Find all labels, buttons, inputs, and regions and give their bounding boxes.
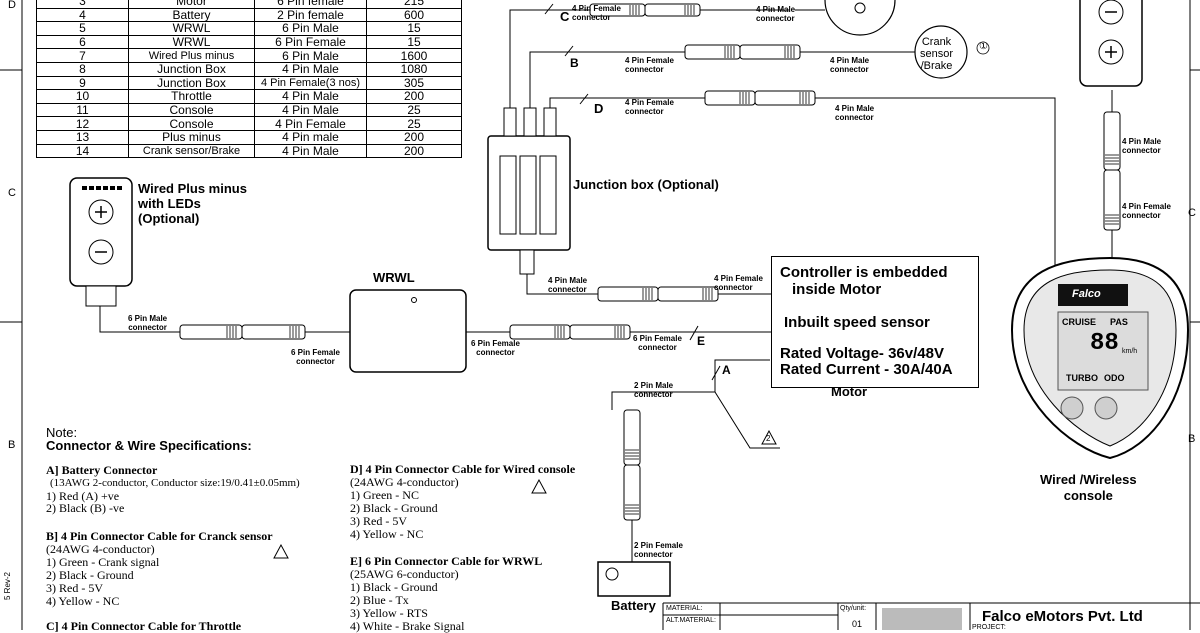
crank-label: Crank sensor /Brake [920, 36, 954, 72]
wire-a [611, 391, 715, 410]
plus-minus-remote [69, 177, 133, 287]
wrwl-box [349, 289, 467, 373]
tb-qty-val: 01 [852, 619, 863, 629]
revision-text: 5 Rev-2 [3, 571, 12, 600]
console-logo-plate [1058, 284, 1128, 306]
console-speed: 88 [1090, 330, 1119, 357]
conn-wrwl-right-female: 6 Pin Female connector [471, 339, 520, 357]
conn-b-left: 4 Pin Female connector [625, 56, 674, 74]
tb-project: PROJECT: [972, 624, 1006, 631]
conn-jb-left: 4 Pin Male connector [548, 276, 588, 294]
connector-wrwl-left [241, 324, 306, 340]
note-e: E] 6 Pin Connector Cable for WRWL (25AWG… [350, 554, 543, 633]
console-odo: ODO [1104, 373, 1125, 383]
motor-label: Motor [831, 384, 868, 399]
connector-c-male [644, 3, 701, 17]
conn-console-male: 4 Pin Male connector [1122, 137, 1162, 155]
console-lcd [1057, 311, 1149, 391]
tb-alt-material: ALT.MATERIAL: [666, 617, 716, 624]
conn-pm-male: 6 Pin Male connector [128, 314, 168, 332]
conn-jb-right: 4 Pin Female connector [714, 274, 763, 292]
zone-b-right: B [1188, 433, 1196, 445]
conn-bat-female: 2 Pin Female connector [634, 541, 683, 559]
notes-label: Note: [46, 425, 78, 440]
zone-b: B [8, 439, 16, 451]
wire-letter-e: E [697, 334, 706, 348]
conn-bat-male: 2 Pin Male connector [634, 381, 674, 399]
controller-line2: inside Motor [792, 281, 882, 298]
note-a: A] Battery Connector (13AWG 2-conductor,… [46, 463, 300, 516]
junction-label: Junction box (Optional) [573, 177, 719, 192]
console-unit: km/h [1122, 348, 1138, 355]
bom-cell-length: 200 [366, 143, 462, 159]
company-logo [882, 608, 962, 630]
throttle [824, 0, 896, 36]
zone-d: D [8, 0, 16, 11]
conn-d-right: 4 Pin Male connector [835, 104, 875, 122]
note-d: D] 4 Pin Connector Cable for Wired conso… [350, 462, 576, 541]
crank-sensor [914, 25, 968, 79]
controller-box: Controller is embedded inside Motor Inbu… [771, 256, 979, 388]
conn-motor-female: 6 Pin Female connector [633, 334, 682, 352]
note-c: C] 4 Pin Connector Cable for Throttle [46, 619, 242, 633]
wire-letter-d: D [594, 101, 604, 116]
console-brand: Falco [1072, 288, 1101, 300]
rev-triangle [273, 543, 289, 559]
console-label: Wired /Wireless console [1040, 472, 1137, 503]
rev-marker: 2 [766, 434, 771, 443]
conn-c-top-right: 4 Pin Male connector [756, 5, 796, 23]
console-pas: PAS [1110, 317, 1128, 327]
connector-battery-male [623, 409, 641, 466]
tb-company: Falco eMotors Pvt. Ltd [982, 608, 1143, 625]
wire-c [509, 9, 590, 148]
console-trip: TURBO [1066, 373, 1098, 383]
connector-d-female [704, 90, 756, 106]
tb-material: MATERIAL: [666, 605, 703, 612]
tb-qty: Qty/unit: [840, 605, 867, 612]
zone-c: C [8, 187, 16, 199]
battery-label: Battery [611, 598, 656, 613]
plus-minus-label: Wired Plus minus with LEDs (Optional) [138, 181, 247, 226]
conn-console-female: 4 Pin Female connector [1122, 202, 1171, 220]
connector-b-female [684, 44, 741, 60]
controller-line4: Rated Voltage- 36v/48V [780, 345, 944, 362]
rev-triangle [761, 429, 777, 445]
connector-battery-female [623, 464, 641, 521]
console-cruise: CRUISE [1062, 317, 1097, 327]
battery-box [597, 561, 671, 597]
wire-d [815, 97, 1056, 268]
conn-wrwl-left-female: 6 Pin Female connector [291, 348, 340, 366]
conn-d-left: 4 Pin Female connector [625, 98, 674, 116]
wire-letter-a: A [722, 363, 731, 377]
wire-letter-b: B [570, 56, 579, 70]
conn-c-top: 4 Pin Female connector [572, 4, 621, 22]
controller-line3: Inbuilt speed sensor [784, 314, 930, 331]
zone-c-right: C [1188, 207, 1196, 219]
notes-heading: Connector & Wire Specifications: [46, 438, 252, 453]
wire-letter-c: C [560, 9, 570, 24]
crank-mark: ① [979, 41, 988, 52]
conn-b-right: 4 Pin Male connector [830, 56, 870, 74]
controller-line1: Controller is embedded [780, 264, 948, 281]
note-b: B] 4 Pin Connector Cable for Cranck sens… [46, 529, 273, 608]
rev-triangle [531, 478, 547, 494]
controller-line5: Rated Current - 30A/40A [780, 361, 953, 378]
wrwl-label: WRWL [373, 270, 415, 285]
